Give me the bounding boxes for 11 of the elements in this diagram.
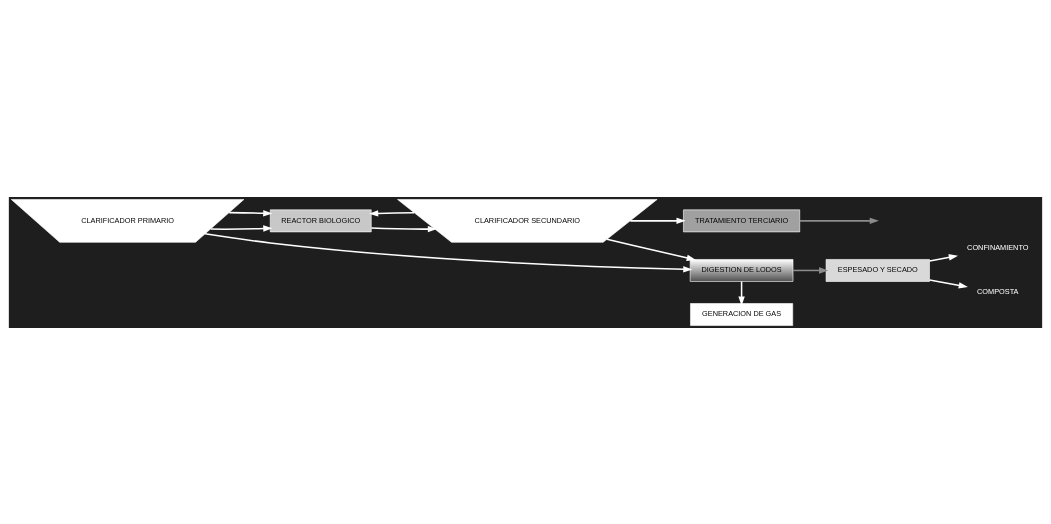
- arrow: [928, 253, 959, 262]
- arrow: [370, 225, 438, 232]
- arrow: [204, 232, 693, 272]
- arrow: [928, 278, 968, 289]
- arrow: [228, 209, 273, 216]
- arrow: [369, 209, 415, 217]
- arrow: [629, 217, 686, 224]
- arrow: [799, 217, 879, 224]
- arrow: [606, 238, 696, 261]
- arrow: [209, 224, 273, 232]
- arrow: [792, 266, 829, 274]
